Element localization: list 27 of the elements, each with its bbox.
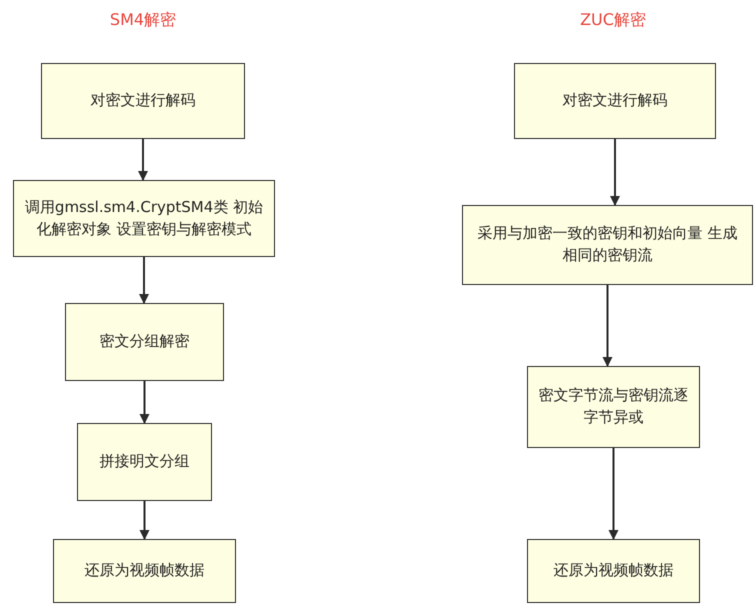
- step-text: 调用gmssl.sm4.CryptSM4类 初始化解密对象 设置密钥与解密模式: [24, 196, 264, 240]
- column-heading: ZUC解密: [580, 10, 646, 29]
- step-text: 还原为视频帧数据: [84, 560, 204, 582]
- arrow: [608, 448, 618, 540]
- process-box: [527, 366, 700, 448]
- arrow: [140, 501, 150, 540]
- process-box: [527, 539, 700, 603]
- process-box: [65, 303, 224, 381]
- process-box: [77, 423, 212, 501]
- step-text: 对密文进行解码: [90, 90, 196, 112]
- process-box: [53, 539, 236, 603]
- column-heading: SM4解密: [110, 10, 176, 29]
- arrow: [138, 139, 148, 181]
- arrow: [139, 257, 149, 304]
- process-box: [13, 180, 275, 257]
- step-text: 密文分组解密: [100, 331, 190, 352]
- arrow: [602, 285, 612, 367]
- arrow: [140, 381, 150, 424]
- process-box: [514, 63, 716, 139]
- process-box: [462, 205, 753, 285]
- step-text: 还原为视频帧数据: [554, 560, 674, 582]
- step-text: 拼接明文分组: [100, 451, 190, 472]
- arrow: [610, 139, 620, 206]
- step-text: 采用与加密一致的密钥和初始向量 生成相同的密钥流: [476, 223, 738, 266]
- step-text: 密文字节流与密钥流逐字节异或: [538, 385, 690, 428]
- process-box: [41, 63, 245, 139]
- step-text: 对密文进行解码: [562, 90, 668, 112]
